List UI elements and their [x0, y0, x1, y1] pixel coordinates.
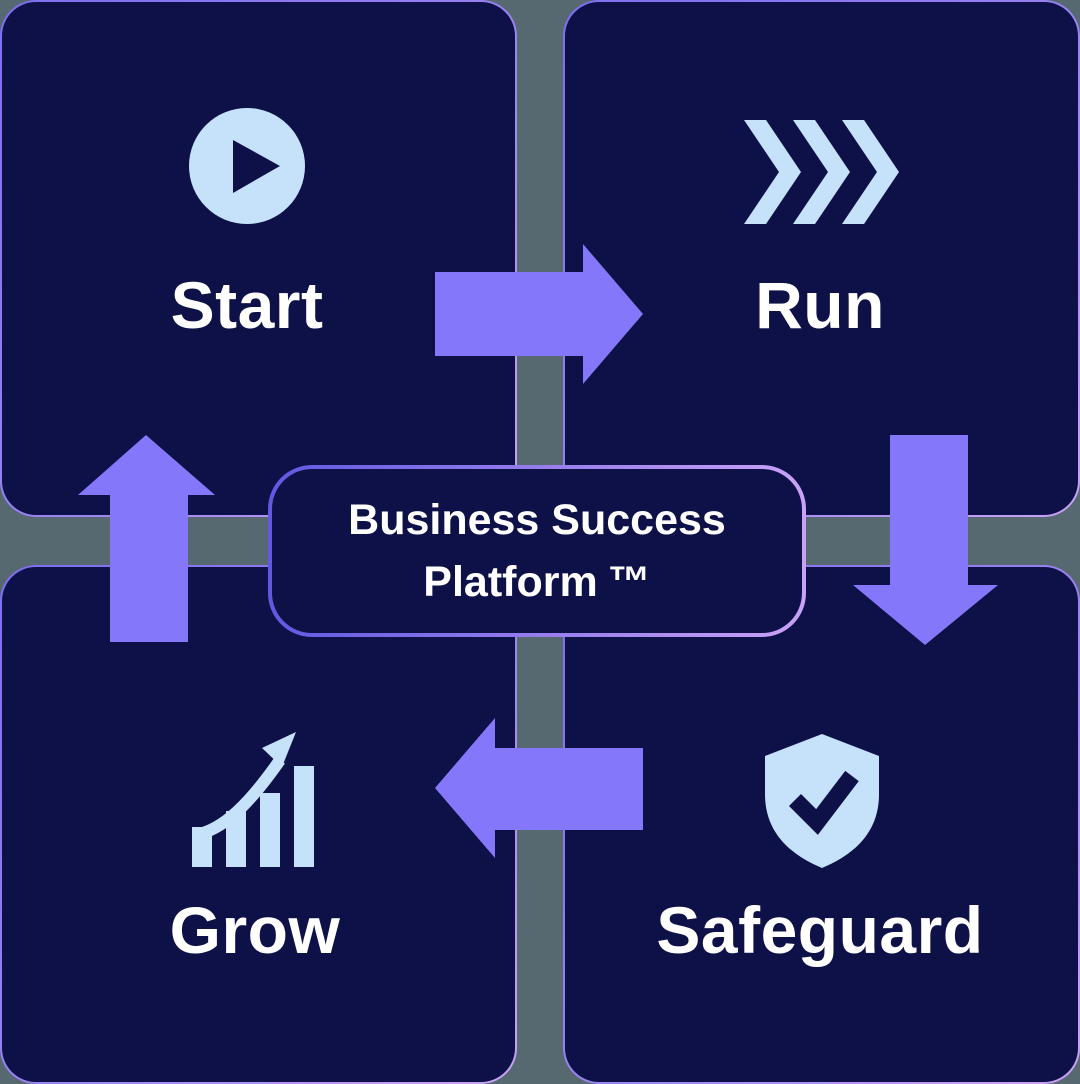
fast-forward-chevrons-icon	[744, 120, 899, 224]
quadrant-run: Run	[563, 0, 1080, 517]
quadrant-safeguard: Safeguard	[563, 565, 1080, 1084]
growth-chart-icon	[192, 732, 314, 867]
play-icon	[189, 108, 305, 224]
quadrant-safeguard-label: Safeguard	[656, 893, 984, 967]
center-label-line1: Business Success	[348, 496, 726, 544]
shield-check-icon	[765, 734, 879, 868]
trademark-symbol: ™	[607, 558, 651, 606]
quadrant-run-label: Run	[755, 268, 885, 342]
quadrant-start-label: Start	[170, 268, 324, 342]
quadrant-grow-label: Grow	[169, 893, 341, 967]
quadrant-start: Start	[0, 0, 517, 517]
quadrant-grow: Grow	[0, 565, 517, 1084]
